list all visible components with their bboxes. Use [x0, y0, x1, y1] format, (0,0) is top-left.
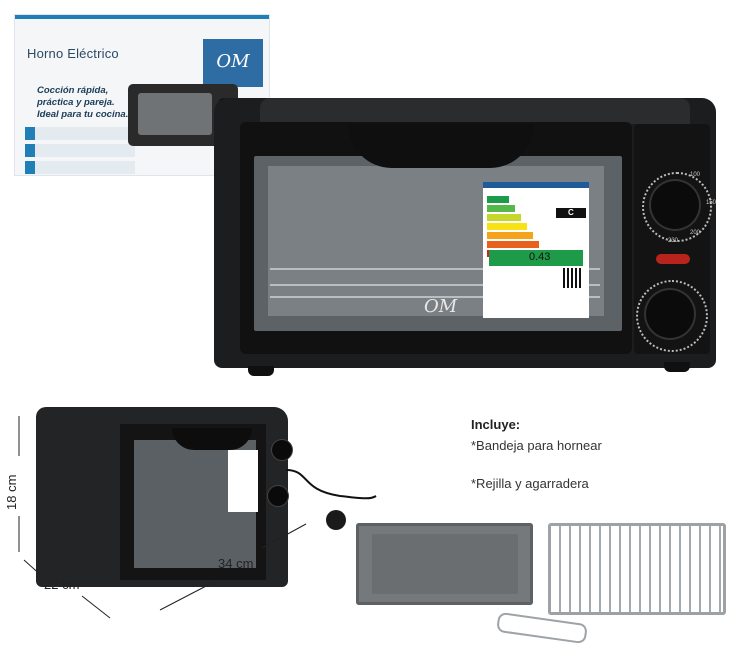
box-logo-text: OM	[216, 51, 250, 72]
dial-number: 200	[690, 230, 701, 236]
depth-line	[23, 559, 45, 579]
dial-number: 150	[706, 200, 717, 206]
small-oven-knob	[272, 440, 292, 460]
wire-rack	[548, 523, 726, 615]
energy-grade-text: C	[568, 208, 574, 217]
oven-foot	[664, 362, 690, 372]
oven-rack	[270, 268, 600, 270]
energy-bar	[487, 232, 533, 239]
small-oven-handle	[172, 428, 252, 450]
qr-code-icon	[563, 268, 583, 288]
width-dimension: 34 cm	[218, 556, 254, 571]
temperature-dial-scale	[642, 172, 712, 242]
oven-door-handle	[348, 124, 534, 168]
small-energy-label	[228, 450, 258, 512]
temperature-knob[interactable]	[651, 181, 699, 229]
depth-dimension: 22 cm	[44, 577, 80, 592]
power-cord	[285, 469, 377, 500]
energy-value-text: 0.43	[529, 251, 551, 263]
oven-top-panel	[260, 98, 690, 124]
dimension-lines	[18, 416, 377, 619]
box-feature	[25, 144, 135, 157]
width-line	[159, 583, 211, 611]
box-feature	[25, 127, 135, 140]
box-slogan-line: Cocción rápida,	[37, 85, 109, 96]
tray-handle	[496, 611, 588, 645]
small-oven-knob	[268, 486, 288, 506]
box-feature	[25, 161, 135, 174]
oven-brand-logo: OM	[424, 296, 458, 317]
width-line	[261, 523, 307, 549]
energy-bar	[487, 223, 527, 230]
timer-knob[interactable]	[646, 290, 694, 338]
power-plug	[326, 510, 346, 530]
energy-bar	[487, 205, 515, 212]
energy-bar	[487, 196, 509, 203]
timer-dial-scale	[636, 280, 708, 352]
box-slogan-line: Ideal para tu cocina.	[37, 109, 129, 120]
energy-bar	[487, 214, 521, 221]
power-indicator-light	[656, 254, 690, 264]
energy-bar	[487, 241, 539, 248]
dial-number: 100	[690, 172, 701, 178]
includes-item: *Rejilla y agarradera	[471, 476, 589, 491]
energy-value-bar: 0.43	[489, 250, 583, 266]
height-dimension: 18 cm	[4, 474, 19, 510]
oven-rack	[270, 284, 600, 286]
box-top-band	[15, 15, 269, 19]
box-brand-logo: OM	[203, 39, 263, 87]
dial-number: 230	[668, 238, 679, 244]
includes-title: Incluye:	[471, 417, 521, 432]
baking-tray-surface	[372, 534, 518, 594]
includes-item: *Bandeja para hornear	[471, 438, 602, 453]
box-title: Horno Eléctrico	[27, 46, 119, 61]
box-slogan: Cocción rápida, práctica y pareja. Ideal…	[37, 85, 167, 121]
oven-foot	[248, 366, 274, 376]
box-feature-list	[25, 127, 135, 178]
box-oven-window	[138, 93, 212, 135]
energy-label-header	[483, 182, 589, 188]
oven-tray-edge	[270, 296, 600, 298]
box-slogan-line: práctica y pareja.	[37, 97, 115, 108]
depth-line	[81, 595, 111, 619]
energy-grade-badge: C	[556, 208, 586, 218]
